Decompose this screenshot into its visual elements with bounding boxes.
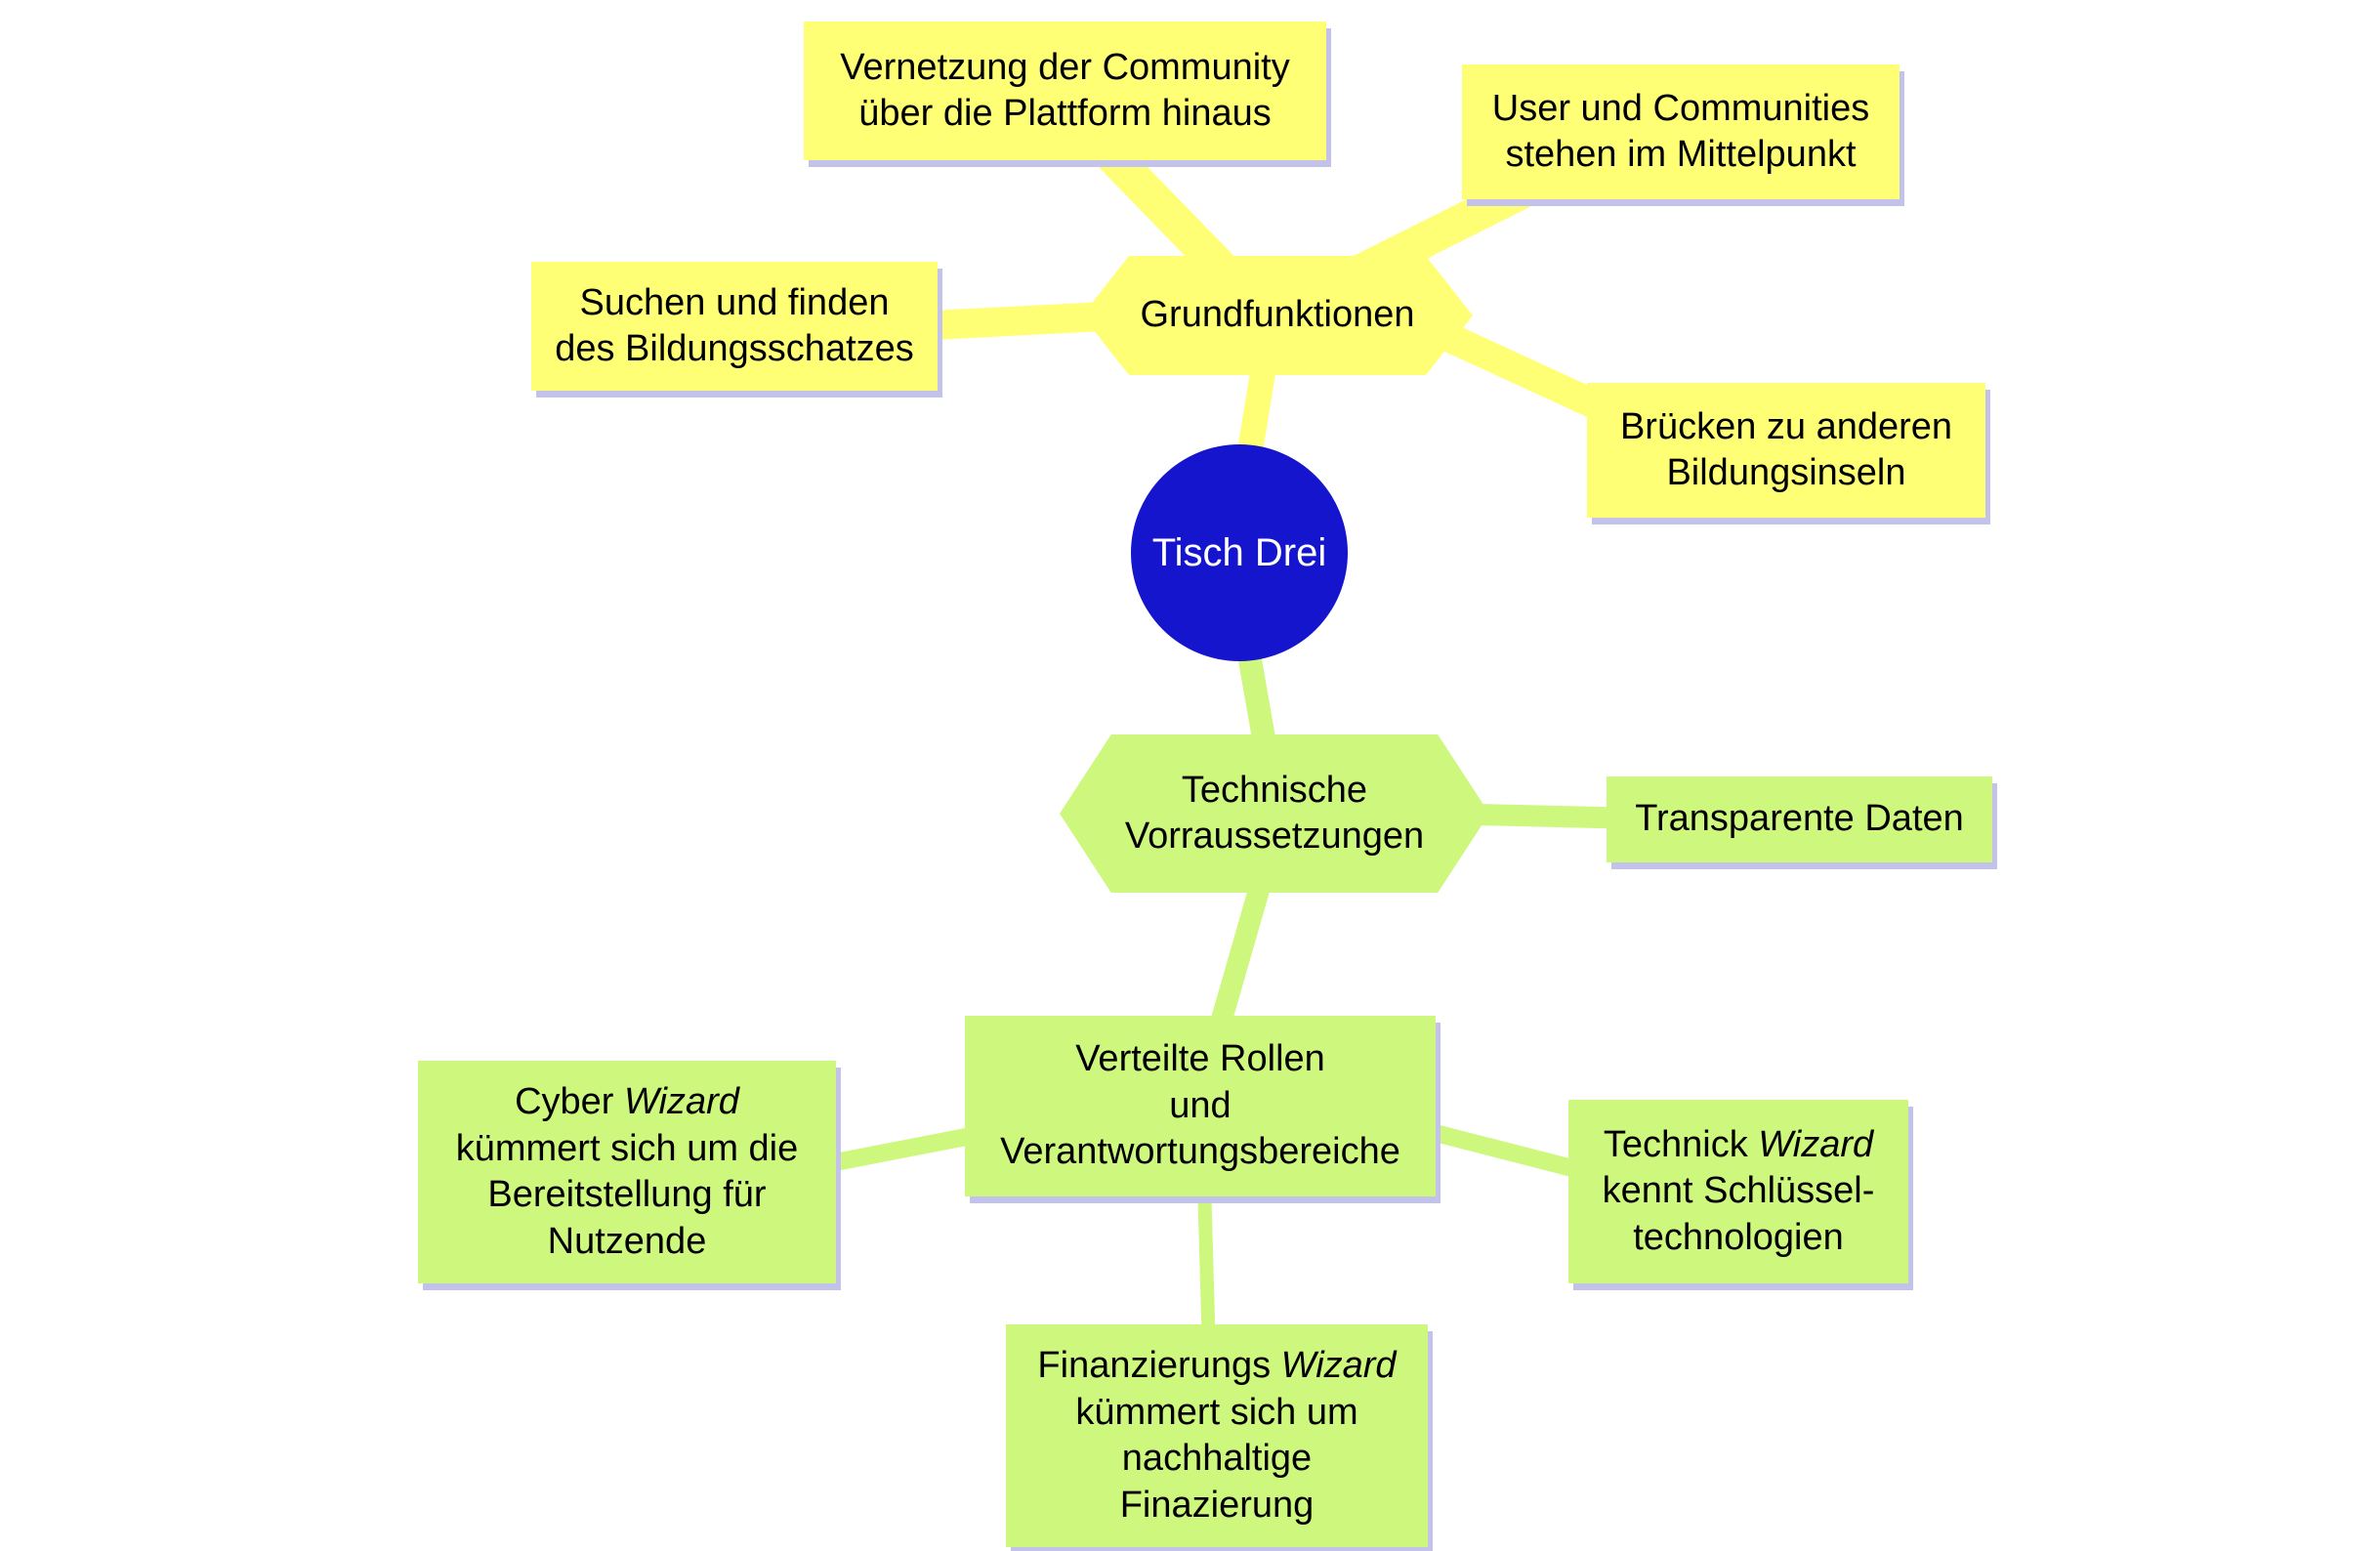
node-grundfunktionen: Grundfunktionen (1082, 256, 1473, 375)
node-label: Technick Wizard kennt Schlüssel- technol… (1602, 1123, 1875, 1258)
node-label: Verteilte Rollen und Verantwortungsberei… (1000, 1038, 1400, 1173)
node-label: Grundfunktionen (1140, 294, 1415, 336)
node-user-und-communities: User und Communities stehen im Mittelpun… (1462, 64, 1900, 199)
node-bruecken-zu-anderen: Brücken zu anderen Bildungsinseln (1587, 383, 1985, 518)
node-vernetzung-der-community: Vernetzung der Community über die Plattf… (804, 21, 1326, 160)
node-label: Transparente Daten (1635, 798, 1964, 840)
node-label: Tisch Drei (1151, 530, 1327, 574)
node-label: Finanzierungs Wizard kümmert sich um nac… (1037, 1345, 1397, 1526)
node-label: Cyber Wizard kümmert sich um die Bereits… (455, 1081, 799, 1262)
node-transparente-daten: Transparente Daten (1607, 776, 1992, 862)
node-verteilte-rollen: Verteilte Rollen und Verantwortungsberei… (965, 1016, 1436, 1196)
edge-verteilte-finanzierungs (1197, 1175, 1216, 1360)
node-label: Vernetzung der Community über die Plattf… (840, 46, 1290, 135)
node-root-tisch-drei: Tisch Drei (1131, 444, 1348, 661)
node-cyber-wizard: Cyber Wizard kümmert sich um die Bereits… (418, 1061, 836, 1283)
node-finanzierungs-wizard: Finanzierungs Wizard kümmert sich um nac… (1006, 1324, 1428, 1547)
node-label: User und Communities stehen im Mittelpun… (1491, 87, 1870, 176)
node-label: Technische Vorraussetzungen (1124, 769, 1425, 858)
node-suchen-und-finden: Suchen und finden des Bildungsschatzes (531, 262, 938, 391)
node-technische-vorraussetzungen: Technische Vorraussetzungen (1060, 734, 1489, 893)
node-label: Brücken zu anderen Bildungsinseln (1619, 405, 1953, 494)
node-label: Suchen und finden des Bildungsschatzes (555, 281, 914, 370)
node-technick-wizard: Technick Wizard kennt Schlüssel- technol… (1568, 1100, 1908, 1283)
edge-verteilte-cyber (816, 1124, 995, 1173)
